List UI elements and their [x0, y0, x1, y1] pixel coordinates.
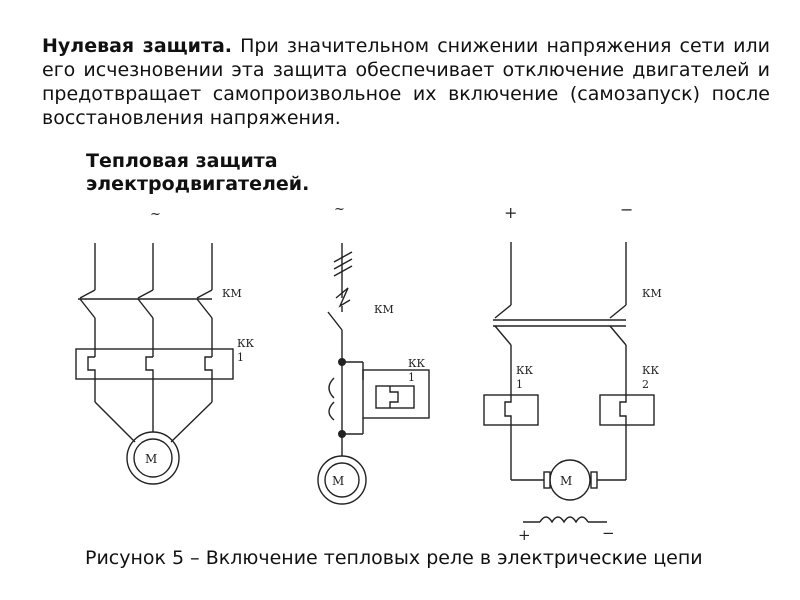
- left-heater: [204, 356, 213, 389]
- middle-relay-element: [375, 385, 415, 409]
- middle-relay-label-2: 1: [408, 371, 415, 384]
- middle-contactor-label: КМ: [374, 303, 394, 316]
- section-heading-line1: Тепловая защита: [86, 150, 278, 172]
- right-contact-blade: [609, 304, 627, 319]
- right-relay1-label-2: 1: [516, 378, 523, 391]
- section-heading: Тепловая защита электродвигателей.: [86, 150, 309, 196]
- left-wire: [170, 401, 213, 443]
- right-relay2-label-2: 2: [642, 378, 649, 391]
- right-brush: [543, 471, 551, 489]
- middle-zig-symbol: [335, 287, 351, 308]
- right-contactor-label: КМ: [642, 287, 662, 300]
- left-motor-label: М: [145, 452, 157, 466]
- left-contact-blade: [137, 289, 154, 299]
- left-relay-label-2: 1: [237, 351, 244, 364]
- middle-arc: [328, 377, 335, 399]
- middle-relay-label-1: КК: [408, 357, 426, 370]
- middle-arc: [328, 401, 335, 421]
- left-contact-lower: [137, 298, 154, 319]
- middle-motor-label: М: [332, 474, 344, 488]
- diagram-single-line: ~ КМ КК 1 М: [317, 202, 430, 505]
- left-motor-inner: [133, 438, 173, 478]
- diagram-dc-motor: + − КМ КК 1 КК 2 М: [483, 200, 662, 544]
- right-relay2-label-1: КК: [642, 364, 660, 377]
- left-relay-label-1: КК: [237, 337, 255, 350]
- intro-body: При значительном снижении напряжения сет…: [42, 35, 770, 129]
- middle-heater: [389, 386, 399, 408]
- left-motor: [126, 431, 180, 485]
- left-contact-blade: [196, 289, 213, 299]
- left-wire: [94, 401, 136, 443]
- left-contact-blade: [79, 289, 96, 299]
- middle-thermal-relay: [362, 369, 430, 419]
- middle-motor: [317, 455, 367, 505]
- right-motor: [549, 459, 591, 501]
- right-brush: [590, 471, 598, 489]
- left-heater: [145, 356, 154, 389]
- middle-phase-mark: [333, 265, 353, 277]
- right-thermal-relay-2: [599, 394, 655, 426]
- middle-phase-mark: [333, 251, 353, 263]
- middle-supply-symbol: ~: [334, 202, 345, 217]
- right-heater-2: [619, 395, 627, 425]
- left-contact-lower: [196, 298, 213, 319]
- right-heater-1: [504, 395, 512, 425]
- intro-paragraph: Нулевая защита. При значительном снижени…: [42, 34, 770, 130]
- diagram-three-phase: ~ КМ КК 1 М: [75, 207, 255, 485]
- left-contactor-label: КМ: [222, 287, 242, 300]
- right-field-winding: [539, 516, 589, 524]
- right-motor-label: М: [560, 474, 572, 488]
- middle-motor-inner: [324, 462, 360, 498]
- left-supply-symbol: ~: [150, 207, 161, 222]
- right-contact-lower: [494, 325, 512, 346]
- intro-heading: Нулевая защита.: [42, 35, 233, 57]
- right-contact-blade: [494, 304, 512, 319]
- right-field-plus: +: [518, 526, 531, 544]
- figure-caption: Рисунок 5 – Включение тепловых реле в эл…: [85, 547, 703, 569]
- right-plus-symbol: +: [504, 203, 517, 222]
- right-relay1-label-1: КК: [516, 364, 534, 377]
- left-thermal-relay: [75, 348, 234, 380]
- middle-contact-blade: [327, 311, 343, 331]
- section-heading-line2: электродвигателей.: [86, 173, 310, 195]
- middle-phase-mark: [333, 258, 353, 270]
- right-field-minus: −: [602, 524, 615, 542]
- right-contact-lower: [609, 325, 627, 346]
- left-heater: [87, 356, 96, 389]
- left-contact-lower: [79, 298, 96, 319]
- right-minus-symbol: −: [620, 200, 633, 219]
